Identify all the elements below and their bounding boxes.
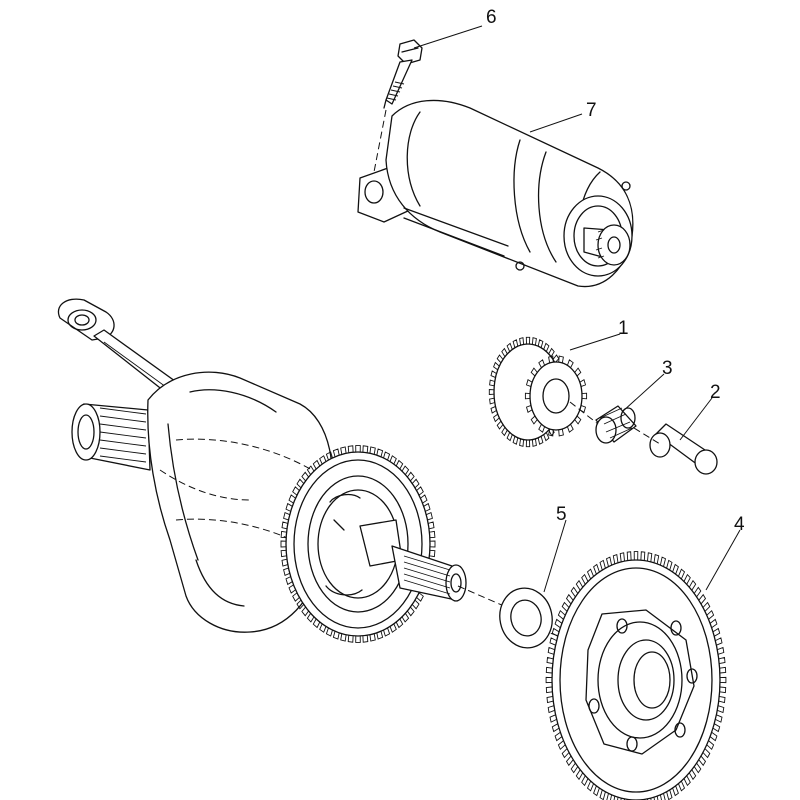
left-splined-shaft-icon	[71, 403, 151, 471]
callout-label-6: 6	[486, 7, 497, 28]
callout-leaders	[413, 25, 741, 593]
callout-label-2: 2	[710, 382, 721, 403]
right-splined-shaft-icon	[359, 519, 467, 602]
callout-label-3: 3	[662, 358, 673, 379]
starter-driven-gear-icon[interactable]	[545, 551, 727, 800]
starter-motor-icon[interactable]	[357, 99, 634, 288]
crankshaft-assembly	[57, 298, 467, 643]
washer-icon[interactable]	[494, 583, 557, 653]
double-gear-icon[interactable]	[488, 336, 588, 448]
pin-shaft-icon[interactable]	[649, 423, 718, 475]
callout-label-4: 4	[734, 514, 745, 535]
callout-label-7: 7	[586, 100, 597, 121]
callout-label-1: 1	[618, 318, 629, 339]
crank-gear-icon	[280, 445, 436, 643]
bolt-icon[interactable]	[373, 39, 423, 173]
callout-label-5: 5	[556, 504, 567, 525]
needle-bearing-icon[interactable]	[595, 405, 637, 444]
